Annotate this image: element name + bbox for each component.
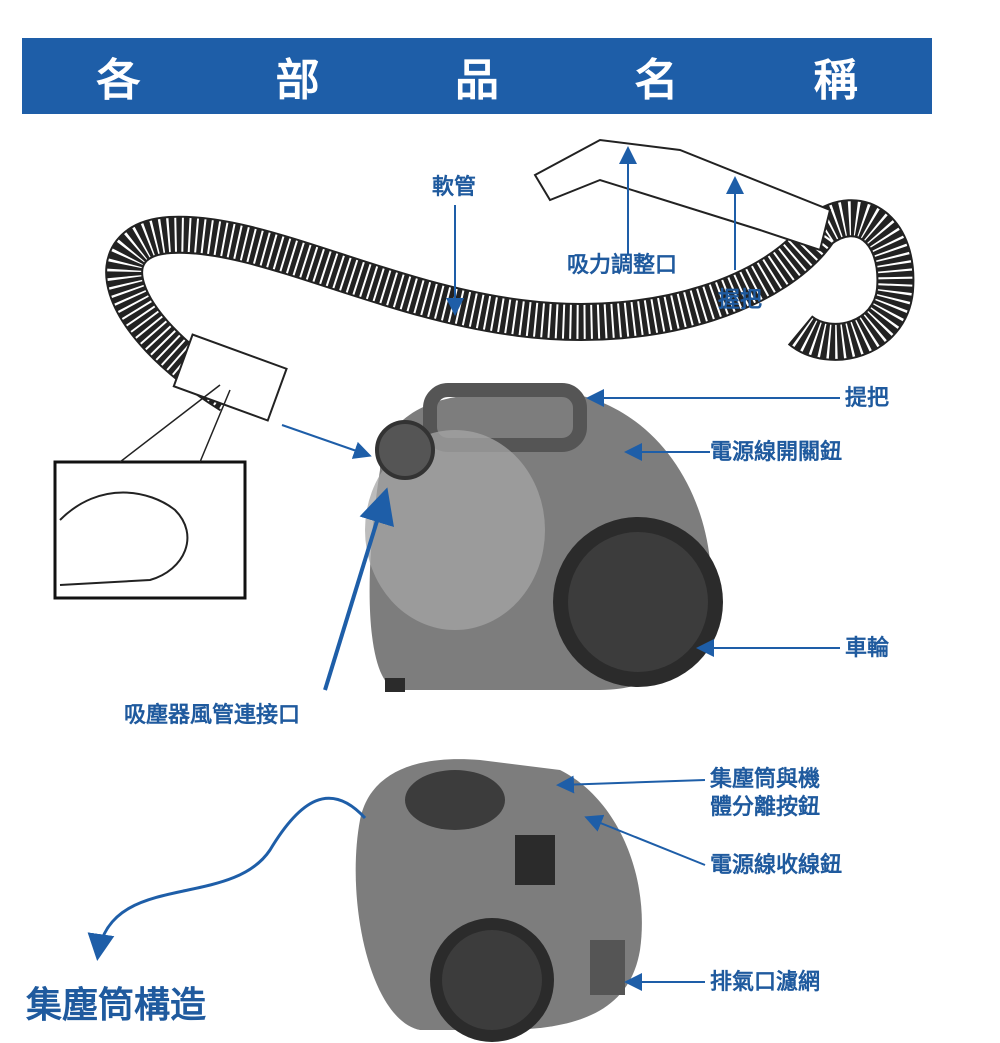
inset-box xyxy=(55,462,245,598)
label-cord-rewind: 電源線收線鈕 xyxy=(710,853,842,878)
label-release-button-line2: 體分離按鈕 xyxy=(710,795,820,820)
label-exhaust-filter: 排氣口濾網 xyxy=(710,970,820,995)
label-suction-adjust: 吸力調整口 xyxy=(567,253,677,278)
label-hose: 軟管 xyxy=(432,175,476,200)
grip-image xyxy=(535,140,830,250)
label-power-button: 電源線開關鈕 xyxy=(710,440,842,465)
label-wheel: 車輪 xyxy=(845,636,889,661)
label-dust-bin-structure: 集塵筒構造 xyxy=(26,985,206,1026)
label-hose-inlet: 吸塵器風管連接口 xyxy=(124,703,300,728)
label-release-button-line1: 集塵筒與機 xyxy=(710,767,820,792)
label-grip: 握把 xyxy=(718,288,762,313)
vacuum-bottom-image xyxy=(356,759,642,1042)
label-carry-handle: 提把 xyxy=(845,386,889,411)
vacuum-top-image xyxy=(365,390,723,692)
